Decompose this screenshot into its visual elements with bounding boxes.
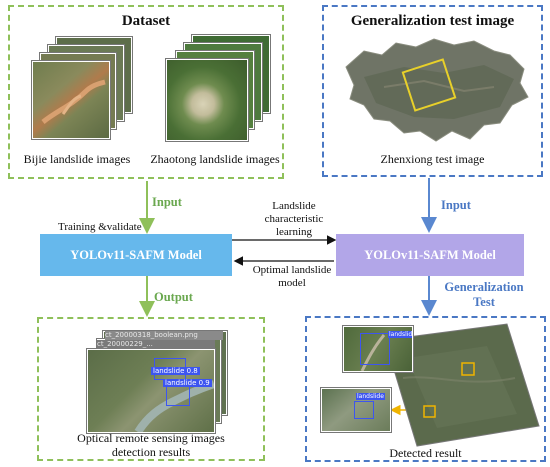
zhenxiong-map [345, 38, 529, 142]
output-caption-line1: Optical remote sensing images [77, 431, 225, 445]
model-box-right: YOLOv11-SAFM Model [336, 234, 524, 276]
generalization-test-line2: Test [473, 295, 495, 309]
detection-label-1: landslide 0.8 [151, 367, 200, 375]
zhaotong-image-front [166, 59, 248, 141]
model-box-left: YOLOv11-SAFM Model [40, 234, 232, 276]
zoom-box-2 [354, 401, 374, 419]
optimal-line2: model [278, 277, 306, 289]
zoom-tile-1: landslide [343, 326, 413, 372]
zoom-box-1 [360, 333, 390, 365]
dataset-panel: Dataset Bijie landslide images Zhaotong … [8, 5, 284, 179]
optimal-line1: Optimal landslide [252, 264, 332, 276]
dataset-title: Dataset [121, 13, 171, 29]
result-image-front [87, 349, 215, 433]
training-label: Training &validate [58, 221, 142, 233]
detected-caption: Detected result [389, 446, 462, 460]
zhaotong-caption: Zhaotong landslide images [150, 152, 280, 166]
learning-line3: learning [275, 226, 313, 238]
learning-line2: characteristic [264, 213, 324, 225]
optimal-label: Optimal landslide model [238, 264, 346, 290]
zoom-label-1: landslide [388, 331, 412, 338]
output-label: Output [154, 290, 193, 304]
landslide-scar [41, 79, 106, 124]
input-label-left: Input [152, 195, 182, 209]
detection-label-2: landslide 0.9 [163, 379, 212, 387]
generalization-panel: Generalization test image Zhenxiong test… [322, 5, 543, 177]
learning-line1: Landslide [272, 200, 316, 212]
zoom-tile-1-river [360, 334, 386, 371]
file-label-2: ct_20000229_... [97, 340, 215, 349]
bijie-image-front [32, 61, 110, 139]
generalization-test-line1: Generalization [444, 280, 524, 294]
detected-panel: landslide landslide Detected result [305, 316, 546, 462]
output-panel: ct_20000318_boolean.png ct_20000229_... … [37, 317, 265, 461]
learning-label: Landslide characteristic learning [250, 200, 338, 239]
input-label-right: Input [441, 198, 471, 212]
generalization-test-label: Generalization Test [434, 280, 534, 310]
output-caption-line2: detection results [111, 445, 191, 459]
result-river [134, 380, 214, 432]
zoom-label-2: landslide [356, 393, 385, 400]
bijie-caption: Bijie landslide images [23, 152, 131, 166]
generalization-title: Generalization test image [350, 13, 515, 29]
zhenxiong-caption: Zhenxiong test image [380, 152, 485, 166]
zoom-tile-2: landslide [321, 388, 391, 432]
file-label-1: ct_20000318_boolean.png [105, 331, 223, 340]
detected-map [384, 323, 540, 447]
